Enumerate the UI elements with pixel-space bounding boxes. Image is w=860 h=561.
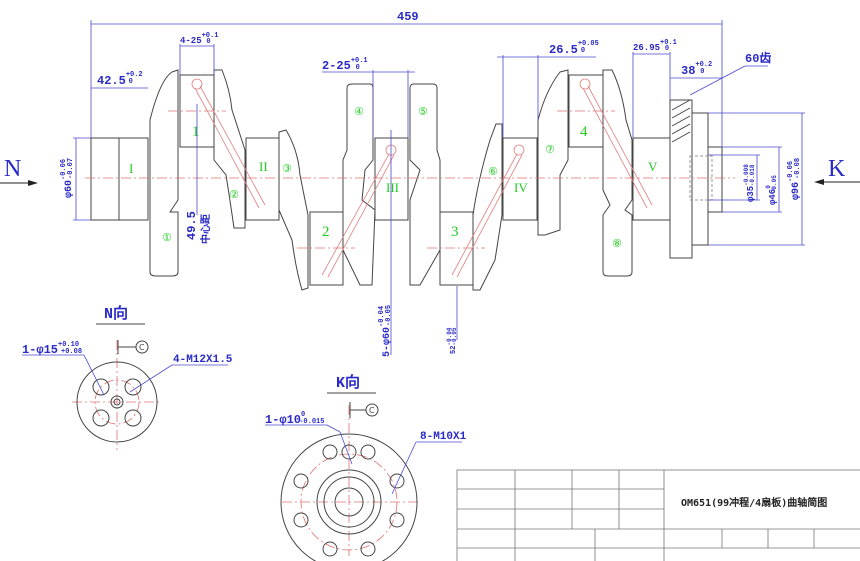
- stroke-center-dim: 49.5: [185, 211, 199, 240]
- flange-diameter-dim: φ96-0.06-0.08: [787, 158, 802, 200]
- k-view-hole-callout: 1-φ100-0.015: [265, 411, 324, 427]
- n-view-datum: C: [139, 343, 145, 352]
- title-block: OM651(99冲程/4扇板)曲轴简图: [456, 469, 860, 561]
- journal-label-4: IV: [514, 180, 528, 195]
- flange-hub: [707, 146, 723, 213]
- crankpin-label-3: 3: [451, 224, 459, 240]
- direction-n-label: N: [4, 156, 21, 182]
- web-label-8: ⑧: [612, 237, 622, 250]
- main-journal-3: [374, 137, 409, 221]
- crankpin-label-4: 4: [580, 124, 588, 140]
- crankshaft-side-view: [85, 69, 735, 291]
- stroke-center-note: 中心距: [199, 214, 213, 244]
- n-view-hole-callout: 1-φ15+0.10+0.08: [22, 341, 82, 357]
- drawing-title: OM651(99冲程/4扇板)曲轴简图: [681, 496, 827, 509]
- web-label-3: ③: [282, 162, 292, 175]
- main-journal-4: [502, 137, 538, 221]
- n-view-thread-callout: 4-M12X1.5: [173, 354, 233, 366]
- timing-gear: [669, 99, 693, 259]
- k-view: K向 C: [265, 373, 462, 561]
- web-label-5: ⑤: [418, 105, 428, 118]
- main-journal-2: [245, 137, 280, 221]
- k-view-title: K向: [336, 373, 360, 392]
- journal-label-3: III: [386, 180, 399, 195]
- gear-teeth-label: 60齿: [745, 50, 771, 66]
- web-label-6: ⑥: [488, 165, 498, 178]
- dimension-lines: [73, 20, 805, 355]
- flange: [691, 112, 709, 246]
- oil-passages: [191, 78, 653, 278]
- direction-n-arrow: [0, 180, 38, 186]
- pin-centerlines: [168, 110, 615, 249]
- crankpin-label-1: 1: [192, 124, 200, 140]
- direction-k-label: K: [828, 156, 846, 182]
- web-2: [213, 69, 246, 229]
- journal-label-5: V: [648, 159, 658, 174]
- crankpin-label-2: 2: [322, 224, 330, 240]
- web-5: [409, 83, 441, 286]
- journal-label-1: I: [129, 161, 133, 176]
- crankpin-3: [439, 211, 474, 286]
- k-view-thread-callout: 8-M10X1: [420, 431, 467, 443]
- web-label-4: ④: [354, 105, 364, 118]
- bore-diameter-dim: φ35-0.008-0.018: [743, 164, 756, 202]
- web-8: [602, 69, 633, 277]
- main-journal-diameter-dim: 5-φ60-0.04-0.05: [378, 305, 393, 357]
- n-view: N向 C: [22, 304, 228, 450]
- crankpin-2: [309, 211, 344, 286]
- k-view-datum: C: [369, 406, 375, 415]
- overall-length-dim: 459: [397, 10, 419, 24]
- web-label-7: ⑦: [545, 143, 555, 156]
- web-label-2: ②: [229, 188, 239, 201]
- direction-k-arrow: [814, 179, 860, 185]
- hub-diameter-dim: φ460-0.05: [765, 175, 778, 205]
- front-diameter-dim: φ60-0.06-0.07: [60, 158, 75, 198]
- main-journal-5: [632, 137, 671, 221]
- journal-label-2: II: [259, 159, 268, 174]
- n-view-title: N向: [104, 304, 128, 323]
- web-1: [149, 69, 179, 277]
- web-label-1: ①: [162, 231, 172, 244]
- web-6: [472, 123, 503, 291]
- bore-hidden-line: [689, 155, 713, 201]
- crankpin-diameter-dim: 52-0.04-0.05: [446, 327, 458, 354]
- gear-teeth-hatch: [671, 99, 691, 143]
- web-3: [278, 129, 309, 291]
